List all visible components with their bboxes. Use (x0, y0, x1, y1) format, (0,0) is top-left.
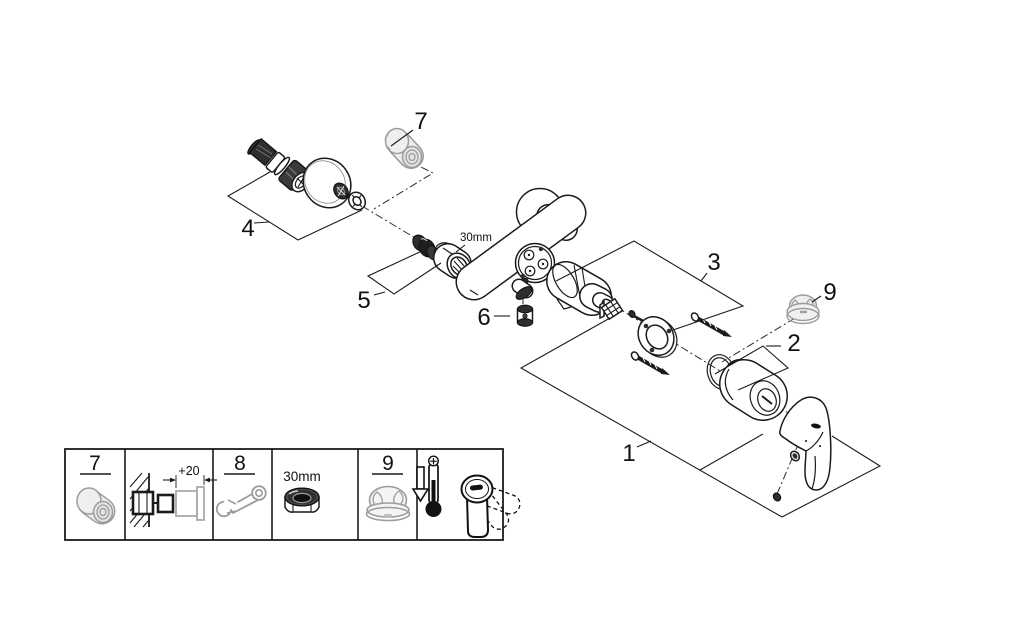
part-square-adapter (599, 297, 624, 321)
nut-size-annotation: 30mm (455, 232, 492, 253)
legend-table: 7 (64, 448, 521, 541)
legend-ref-7: 7 (89, 452, 101, 475)
legend-cell-8: 8 (215, 452, 267, 518)
legend-cell-7: 7 (76, 452, 116, 525)
legend-ref-8: 8 (234, 452, 246, 475)
part-screw-b (630, 351, 670, 375)
callout-5: 5 (357, 249, 442, 314)
part-screw-a (690, 312, 732, 337)
nut-size-label: 30mm (460, 232, 492, 244)
open-end-wrench-icon (215, 485, 267, 518)
temperature-limit-handle-icon (411, 455, 521, 538)
wall-extension-icon (129, 472, 217, 528)
callout-2: 2 (714, 330, 801, 391)
callout-3: 3 (555, 240, 745, 331)
callout-4-label: 4 (241, 215, 254, 242)
callout-4: 4 (226, 171, 363, 242)
legend-cell-30mm: 30mm (283, 469, 321, 513)
extension-dimension-label: +20 (178, 464, 199, 478)
handle-indicator-slot (811, 423, 821, 429)
callout-3-label: 3 (707, 249, 720, 276)
callout-5-label: 5 (357, 287, 370, 314)
callout-2-label: 2 (787, 330, 800, 357)
dome-cap-icon (365, 485, 411, 522)
part-escutcheon (302, 157, 352, 209)
legend-cell-9: 9 (365, 452, 411, 522)
part-s-union (247, 137, 311, 193)
legend-ref-9: 9 (382, 452, 394, 475)
callout-6: 6 (477, 304, 510, 331)
callout-7-label: 7 (414, 108, 427, 135)
down-arrow-icon (411, 466, 430, 503)
part-washer (347, 191, 367, 211)
part-handle (779, 396, 832, 491)
part-dome-cap (719, 358, 788, 421)
callout-7: 7 (390, 108, 428, 147)
nut-30mm-icon (284, 487, 320, 513)
handle-swing-icon (460, 474, 521, 538)
part-flange-3 (637, 316, 678, 358)
callout-1-label: 1 (622, 440, 635, 467)
legend-30mm-label: 30mm (283, 469, 321, 484)
part-mixer-body (455, 187, 587, 301)
part-handle-screws (772, 450, 801, 502)
cap-nut-icon (76, 487, 116, 525)
part-cap-9 (786, 294, 820, 325)
callout-9-label: 9 (823, 279, 836, 306)
part-adapter-6 (516, 304, 534, 327)
callout-9: 9 (811, 279, 837, 306)
callout-6-label: 6 (477, 304, 490, 331)
legend-cell-temperature (411, 455, 521, 538)
part-cap-7 (384, 127, 424, 169)
legend-cell-extension: +20 (129, 464, 217, 528)
callout-1: 1 (519, 317, 882, 518)
thermometer-icon (425, 455, 442, 517)
